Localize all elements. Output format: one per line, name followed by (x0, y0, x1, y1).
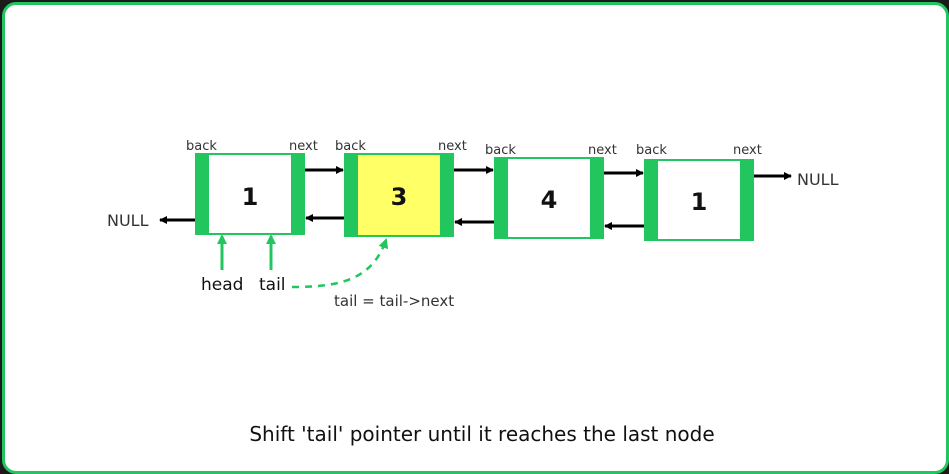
back-label: back (636, 143, 667, 158)
next-label: next (588, 143, 617, 158)
node-body (209, 155, 291, 233)
right-null-label: NULL (797, 170, 839, 189)
list-node: 4 back next (485, 143, 617, 239)
back-label: back (186, 139, 217, 154)
next-label: next (438, 139, 467, 154)
list-node: 1 back next (186, 139, 318, 235)
node-body (508, 159, 590, 237)
node-value: 1 (242, 183, 259, 211)
tail-pointer-label: tail (259, 275, 286, 295)
list-node: 3 back next (335, 139, 467, 237)
back-label: back (335, 139, 366, 154)
node-body (658, 161, 740, 239)
head-pointer-label: head (201, 275, 243, 295)
list-node: 1 back next (636, 143, 762, 241)
node-value: 1 (691, 188, 708, 216)
operation-label: tail = tail->next (334, 292, 454, 310)
back-label: back (485, 143, 516, 158)
node-value: 4 (541, 186, 558, 214)
node-body (358, 155, 440, 235)
next-label: next (289, 139, 318, 154)
next-label: next (733, 143, 762, 158)
left-null-label: NULL (107, 211, 149, 230)
tail-shift-dashed-arrow (291, 238, 389, 289)
node-value: 3 (391, 183, 408, 211)
caption: Shift 'tail' pointer until it reaches th… (249, 422, 714, 446)
